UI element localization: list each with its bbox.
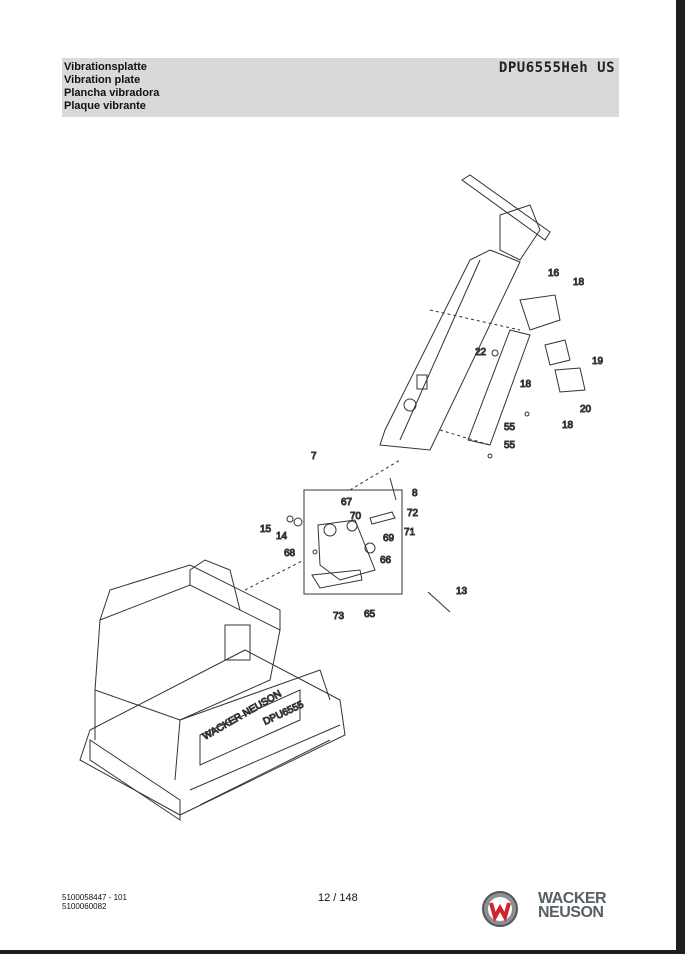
title-en: Vibration plate	[64, 74, 141, 86]
callout: 18	[573, 277, 585, 288]
callout: 67	[341, 497, 353, 508]
brand-line1: WACKER	[538, 890, 607, 907]
parts-diagram: WACKER NEUSON DPU6555 16 18 22 19 18 20 …	[79, 174, 604, 821]
callout: 19	[592, 356, 604, 367]
callout: 71	[404, 527, 416, 538]
callout: 22	[475, 347, 487, 358]
model-name: DPU6555Heh US	[498, 60, 615, 76]
callout: 70	[350, 511, 362, 522]
callout: 8	[412, 488, 418, 499]
vibration-plate-machine	[79, 559, 346, 821]
callout: 55	[504, 422, 516, 433]
brand-line2: NEUSON	[538, 904, 604, 921]
title-es: Plancha vibradora	[64, 87, 160, 99]
callout: 20	[580, 404, 592, 415]
brand-name: WACKER NEUSON	[538, 890, 607, 921]
detail-box	[303, 489, 403, 595]
title-de: Vibrationsplatte	[64, 61, 147, 73]
callout: 73	[333, 611, 345, 622]
callout: 68	[284, 548, 296, 559]
title-fr: Plaque vibrante	[64, 100, 146, 112]
callout: 66	[380, 555, 392, 566]
callout: 13	[456, 586, 468, 597]
callout: 72	[407, 508, 419, 519]
document-code: 5100060082	[62, 902, 107, 911]
document-codes: 5100058447 - 101 5100060082	[62, 893, 127, 911]
handle-assembly	[379, 174, 586, 459]
document-code: 5100058447 - 101	[62, 893, 127, 902]
callout: 18	[562, 420, 574, 431]
page-header: Vibrationsplatte Vibration plate Plancha…	[62, 58, 619, 117]
callout: 55	[504, 440, 516, 451]
page-number: 12 / 148	[318, 892, 358, 904]
callout: 65	[364, 609, 376, 620]
callout: 18	[520, 379, 532, 390]
wacker-neuson-logo-icon	[482, 891, 518, 927]
callout: 14	[276, 531, 288, 542]
callout: 16	[548, 268, 560, 279]
callout: 69	[383, 533, 395, 544]
bracket-parts	[244, 459, 451, 613]
callout: 7	[311, 451, 317, 462]
callout: 15	[260, 524, 272, 535]
